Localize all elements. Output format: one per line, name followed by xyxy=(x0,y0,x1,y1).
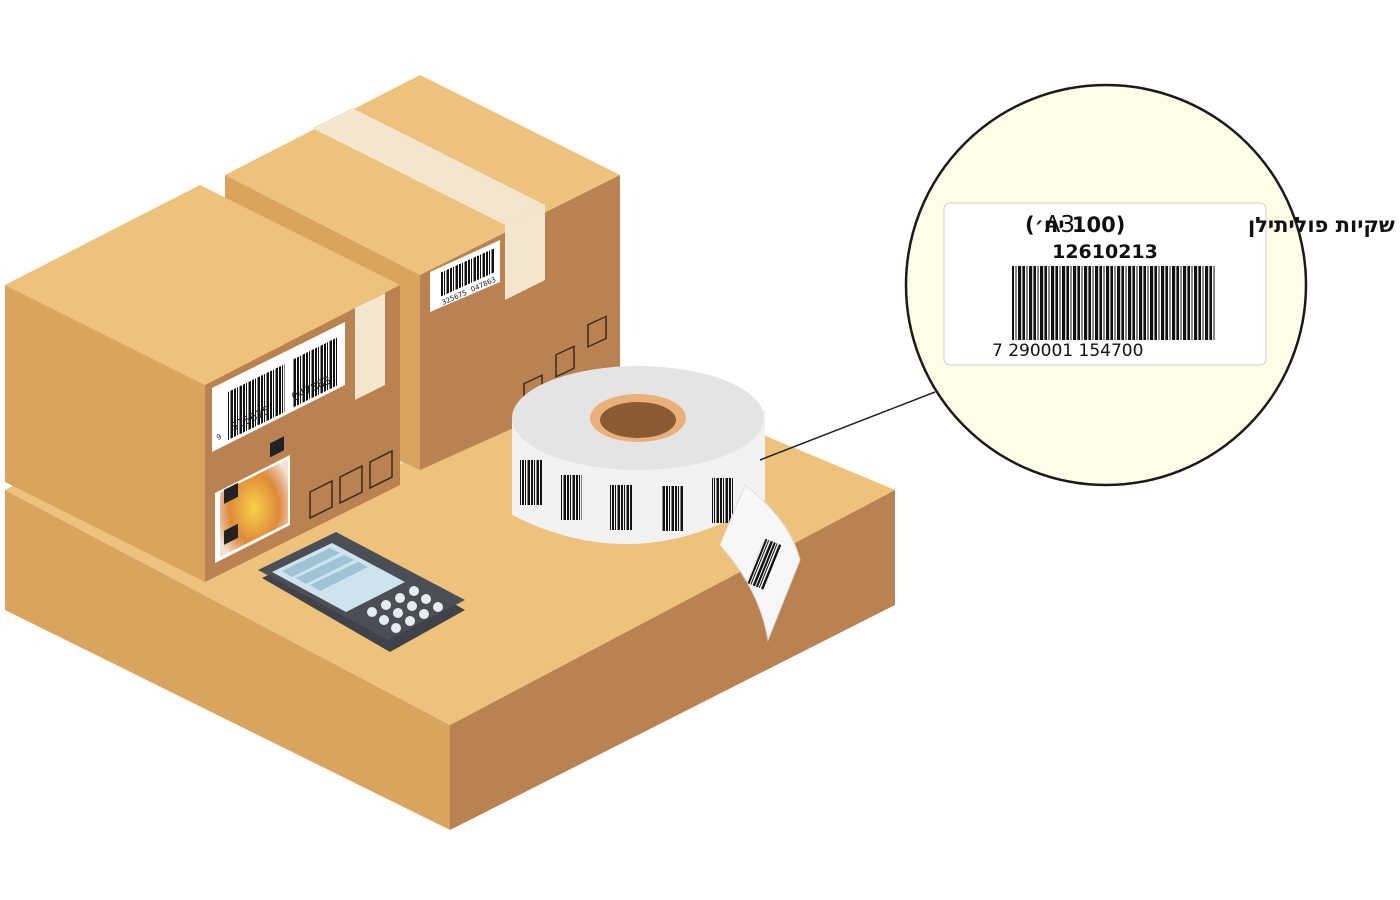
keep-dry-umbrella-icon xyxy=(369,449,393,490)
label-quantity: (100 יח׳) xyxy=(1025,213,1125,237)
fragile-glass-icon xyxy=(555,345,575,378)
label-item-code: 12610213 xyxy=(1052,241,1158,263)
scanner-keypad xyxy=(367,586,443,633)
label-roll xyxy=(512,366,801,642)
back-box-tape-top xyxy=(312,108,545,225)
front-box-left-digit: 9 xyxy=(215,433,223,442)
label-barcode-number: 7 290001 154700 xyxy=(992,341,1143,361)
front-box-tape-side xyxy=(355,293,385,400)
fragile-glass-icon xyxy=(339,464,363,505)
barcode-icon xyxy=(1012,266,1215,340)
front-box-barcode-label: 9 325675 047863 xyxy=(212,322,345,452)
qr-code-icon xyxy=(215,436,290,563)
label-size: A3 xyxy=(1045,212,1075,238)
back-box-tape-side xyxy=(505,205,545,300)
bottom-box-left-face xyxy=(5,490,450,830)
handheld-scanner xyxy=(258,532,465,652)
front-box-handling-icons xyxy=(309,449,393,520)
roll-barcodes xyxy=(520,460,734,531)
zoom-magnifier: שקיות פוליתילן A3 (100 יח׳) 12610213 7 2… xyxy=(904,83,1395,487)
zoom-connector-line xyxy=(759,391,936,461)
this-way-up-icon xyxy=(309,479,333,520)
label-product-name: שקיות פוליתילן xyxy=(1248,213,1395,237)
keep-dry-umbrella-icon xyxy=(587,315,607,348)
